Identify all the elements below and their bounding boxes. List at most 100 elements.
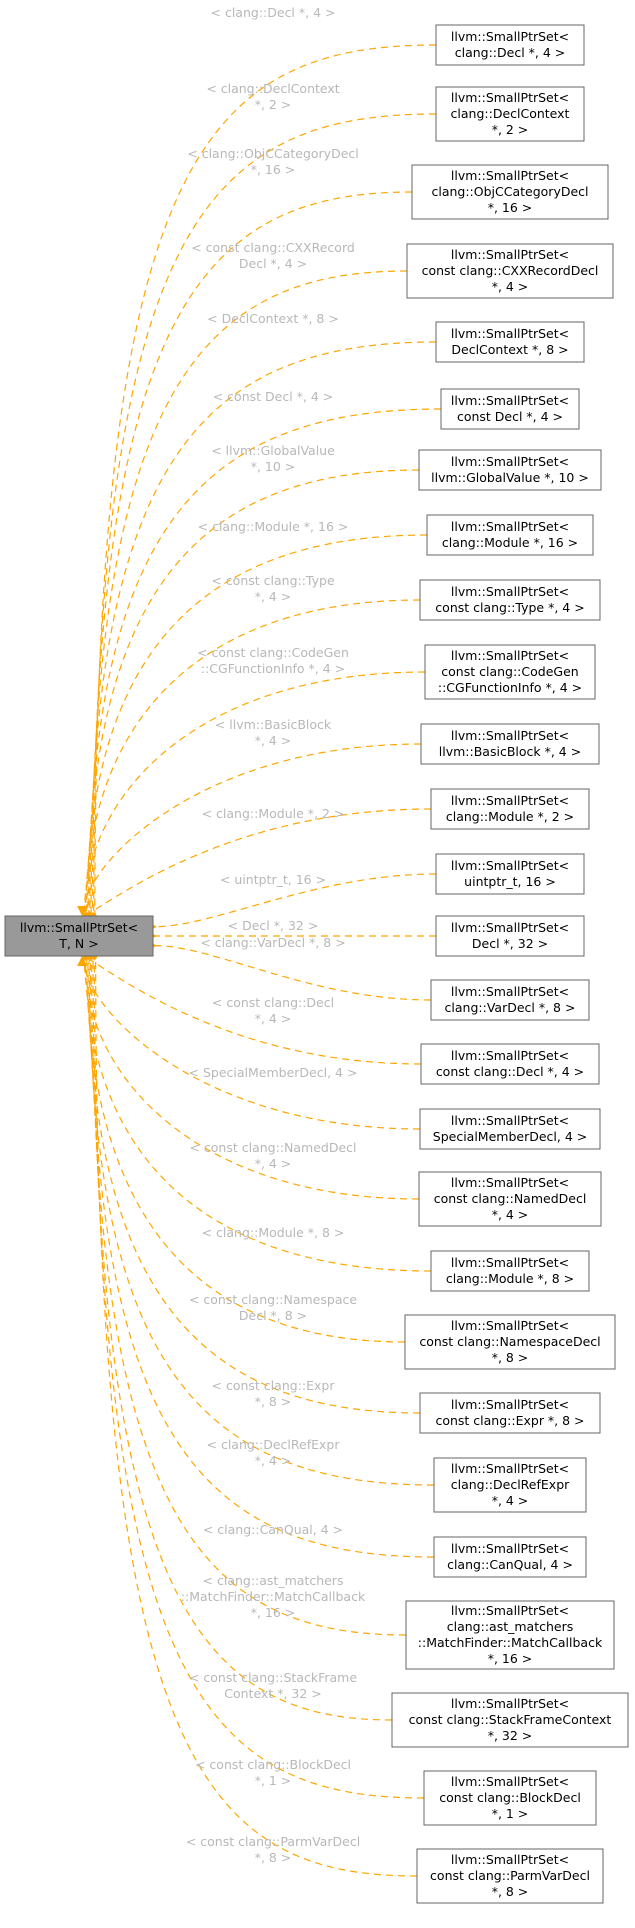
node-label-line-1: llvm::SmallPtrSet<	[451, 1461, 569, 1476]
node-label-line-3: *, 4 >	[492, 1207, 529, 1222]
edges-layer	[77, 44, 442, 1877]
edge-label-const-clang-cxxrecorddecl-4-line-2: Decl *, 4 >	[239, 256, 307, 271]
node-box	[435, 915, 585, 957]
node-label-line-1: llvm::SmallPtrSet<	[451, 920, 569, 935]
node-smallptrset-const-clang-nameddecl-4[interactable]: llvm::SmallPtrSet<const clang::NamedDecl…	[418, 1171, 602, 1227]
node-smallptrset-clang-module-2[interactable]: llvm::SmallPtrSet<clang::Module *, 2 >	[430, 788, 590, 830]
edge-label-const-clang-type-4-line-1: < const clang::Type	[211, 573, 335, 588]
edge-label-const-clang-expr-8-line-1: < const clang::Expr	[212, 1378, 336, 1393]
inheritance-edge-clang-decl-4	[89, 44, 437, 923]
edge-label-clang-ast-matchers-matchfinder-matchcallback-16-line-1: < clang::ast_matchers	[203, 1573, 344, 1588]
node-label-line-1: llvm::SmallPtrSet<	[451, 29, 569, 44]
node-smallptrset-clang-canqual-4[interactable]: llvm::SmallPtrSet<clang::CanQual, 4 >	[433, 1536, 587, 1578]
node-label-line-2: DeclContext *, 8 >	[451, 342, 568, 357]
root-node-smallptrset-t-n[interactable]: llvm::SmallPtrSet< T, N >	[4, 915, 154, 957]
node-label-line-2: const clang::CXXRecordDecl	[422, 263, 599, 278]
node-smallptrset-specialmemberdecl-4[interactable]: llvm::SmallPtrSet<SpecialMemberDecl, 4 >	[419, 1108, 601, 1150]
node-box	[418, 1171, 602, 1227]
inheritance-edge-clang-declcontext-2	[88, 113, 437, 923]
node-smallptrset-clang-module-16[interactable]: llvm::SmallPtrSet<clang::Module *, 16 >	[426, 514, 594, 556]
edge-label-const-clang-decl-4-line-1: < const clang::Decl	[212, 995, 334, 1010]
edge-label-const-decl-4-line-1: < const Decl *, 4 >	[213, 389, 334, 404]
edge-label-const-clang-namespacedecl-8-line-2: Decl *, 8 >	[239, 1308, 307, 1323]
node-label-line-2: clang::Module *, 2 >	[446, 809, 574, 824]
edge-label-declcontext-8-line-1: < DeclContext *, 8 >	[207, 311, 339, 326]
node-label-line-4: *, 16 >	[488, 1651, 533, 1666]
node-smallptrset-const-clang-parmvardecl-8[interactable]: llvm::SmallPtrSet<const clang::ParmVarDe…	[416, 1848, 604, 1904]
node-box	[435, 24, 585, 66]
edge-label-llvm-globalvalue-10-line-1: < llvm::GlobalValue	[211, 443, 335, 458]
node-label-line-2: const clang::CodeGen	[441, 664, 578, 679]
node-label-line-2: clang::DeclContext	[451, 106, 570, 121]
node-smallptrset-clang-ast-matchers-matchfinder-matchcallback-16[interactable]: llvm::SmallPtrSet<clang::ast_matchers::M…	[405, 1600, 615, 1670]
node-label-line-1: llvm::SmallPtrSet<	[451, 1852, 569, 1867]
node-box	[411, 164, 609, 220]
node-smallptrset-llvm-basicblock-4[interactable]: llvm::SmallPtrSet<llvm::BasicBlock *, 4 …	[420, 723, 600, 765]
node-box	[426, 514, 594, 556]
edge-label-clang-canqual-4-line-1: < clang::CanQual, 4 >	[203, 1522, 343, 1537]
inheritance-edge-const-clang-nameddecl-4	[79, 949, 420, 1200]
node-box	[430, 1250, 590, 1292]
node-label-line-1: llvm::SmallPtrSet<	[451, 1603, 569, 1618]
node-label-line-1: llvm::SmallPtrSet<	[451, 1318, 569, 1333]
node-label-line-3: *, 4 >	[492, 279, 529, 294]
node-label-line-3: *, 32 >	[488, 1728, 533, 1743]
node-smallptrset-clang-vardecl-8[interactable]: llvm::SmallPtrSet<clang::VarDecl *, 8 >	[430, 979, 590, 1021]
inheritance-edge-const-clang-cxxrecorddecl-4	[86, 270, 408, 923]
node-smallptrset-const-clang-stackframecontext-32[interactable]: llvm::SmallPtrSet<const clang::StackFram…	[391, 1692, 629, 1748]
node-label-line-1: llvm::SmallPtrSet<	[451, 984, 569, 999]
node-smallptrset-clang-declrefexpr-4[interactable]: llvm::SmallPtrSet<clang::DeclRefExpr*, 4…	[433, 1457, 587, 1513]
node-label-line-2: clang::ast_matchers	[447, 1619, 573, 1634]
edge-label-llvm-basicblock-4-line-1: < llvm::BasicBlock	[215, 717, 332, 732]
inheritance-edge-specialmemberdecl-4	[78, 949, 421, 1130]
node-box	[423, 1770, 597, 1826]
edge-label-const-clang-codegen-cgfunctioninfo-4-line-1: < const clang::CodeGen	[197, 645, 349, 660]
node-smallptrset-const-clang-expr-8[interactable]: llvm::SmallPtrSet<const clang::Expr *, 8…	[419, 1392, 601, 1434]
node-label-line-2: SpecialMemberDecl, 4 >	[433, 1129, 587, 1144]
node-smallptrset-const-clang-cxxrecorddecl-4[interactable]: llvm::SmallPtrSet<const clang::CXXRecord…	[406, 243, 614, 299]
node-smallptrset-const-clang-decl-4[interactable]: llvm::SmallPtrSet<const clang::Decl *, 4…	[420, 1043, 600, 1085]
node-smallptrset-const-clang-type-4[interactable]: llvm::SmallPtrSet<const clang::Type *, 4…	[419, 579, 601, 621]
node-smallptrset-const-clang-codegen-cgfunctioninfo-4[interactable]: llvm::SmallPtrSet<const clang::CodeGen::…	[424, 644, 596, 700]
node-label-line-3: *, 2 >	[492, 122, 529, 137]
node-smallptrset-const-clang-blockdecl-1[interactable]: llvm::SmallPtrSet<const clang::BlockDecl…	[423, 1770, 597, 1826]
node-label-line-1: llvm::SmallPtrSet<	[451, 1397, 569, 1412]
node-smallptrset-decl-32[interactable]: llvm::SmallPtrSet<Decl *, 32 >	[435, 915, 585, 957]
node-label-line-1: llvm::SmallPtrSet<	[451, 1774, 569, 1789]
node-smallptrset-clang-module-8[interactable]: llvm::SmallPtrSet<clang::Module *, 8 >	[430, 1250, 590, 1292]
node-smallptrset-const-clang-namespacedecl-8[interactable]: llvm::SmallPtrSet<const clang::Namespace…	[404, 1314, 616, 1370]
root-node-line-1: llvm::SmallPtrSet<	[20, 920, 138, 935]
node-smallptrset-declcontext-8[interactable]: llvm::SmallPtrSet<DeclContext *, 8 >	[435, 321, 585, 363]
node-smallptrset-llvm-globalvalue-10[interactable]: llvm::SmallPtrSet<llvm::GlobalValue *, 1…	[418, 449, 602, 491]
node-label-line-3: ::MatchFinder::MatchCallback	[418, 1635, 603, 1650]
node-label-line-2: const Decl *, 4 >	[457, 409, 563, 424]
inheritance-edge-clang-module-16	[81, 534, 428, 923]
inheritance-edge-llvm-globalvalue-10	[82, 469, 420, 923]
node-label-line-2: llvm::BasicBlock *, 4 >	[439, 744, 581, 759]
node-box	[416, 1848, 604, 1904]
node-label-line-1: llvm::SmallPtrSet<	[451, 584, 569, 599]
edge-label-const-clang-cxxrecorddecl-4-line-1: < const clang::CXXRecord	[191, 240, 355, 255]
node-box	[430, 979, 590, 1021]
node-smallptrset-const-decl-4[interactable]: llvm::SmallPtrSet<const Decl *, 4 >	[440, 388, 580, 430]
node-box	[419, 1108, 601, 1150]
edge-label-const-clang-parmvardecl-8-line-1: < const clang::ParmVarDecl	[186, 1834, 360, 1849]
node-smallptrset-clang-decl-4[interactable]: llvm::SmallPtrSet<clang::Decl *, 4 >	[435, 24, 585, 66]
node-smallptrset-uintptr-t-16[interactable]: llvm::SmallPtrSet<uintptr_t, 16 >	[435, 853, 585, 895]
node-box	[424, 644, 596, 700]
edge-label-const-clang-stackframecontext-32-line-1: < const clang::StackFrame	[189, 1670, 357, 1685]
edge-label-llvm-basicblock-4-line-2: *, 4 >	[255, 733, 292, 748]
node-label-line-1: llvm::SmallPtrSet<	[451, 393, 569, 408]
node-box	[435, 86, 585, 142]
node-box	[404, 1314, 616, 1370]
node-smallptrset-clang-declcontext-2[interactable]: llvm::SmallPtrSet<clang::DeclContext*, 2…	[435, 86, 585, 142]
node-label-line-2: const clang::ParmVarDecl	[430, 1868, 590, 1883]
node-label-line-2: const clang::BlockDecl	[439, 1790, 581, 1805]
inheritance-edge-const-clang-codegen-cgfunctioninfo-4	[79, 671, 426, 923]
node-box	[435, 321, 585, 363]
node-label-line-3: *, 8 >	[492, 1350, 529, 1365]
node-smallptrset-clang-objccategorydecl-16[interactable]: llvm::SmallPtrSet<clang::ObjCCategoryDec…	[411, 164, 609, 220]
edge-label-clang-vardecl-8-line-1: < clang::VarDecl *, 8 >	[200, 935, 345, 950]
edge-label-const-clang-namespacedecl-8-line-1: < const clang::Namespace	[189, 1292, 357, 1307]
node-box	[430, 788, 590, 830]
